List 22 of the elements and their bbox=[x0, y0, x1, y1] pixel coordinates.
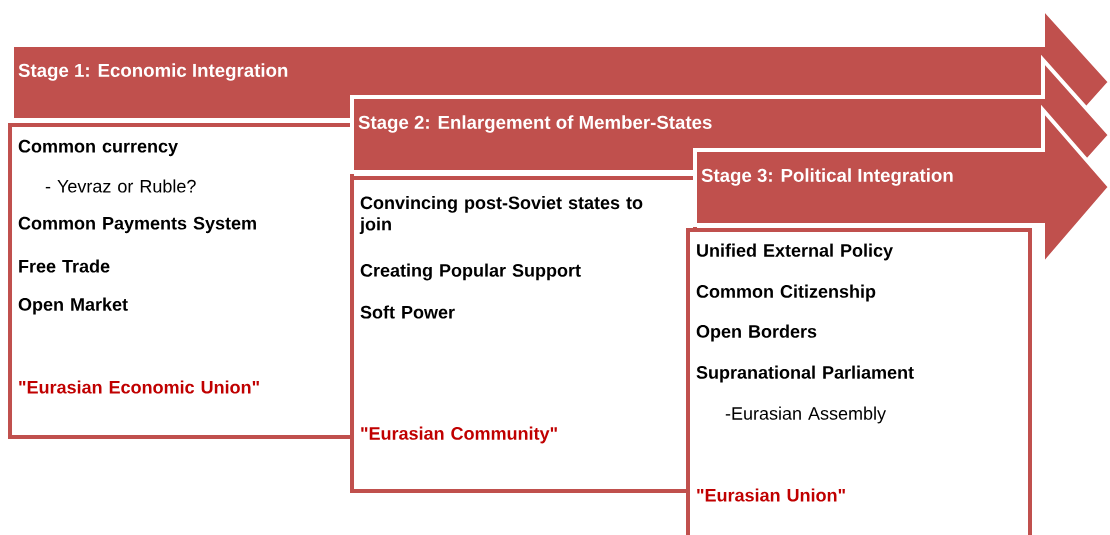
node-label: Stage 1: Economic Integration bbox=[18, 63, 288, 81]
item-text: "Eurasian Economic Union" bbox=[19, 380, 259, 394]
item-text: "Eurasian Union" bbox=[697, 488, 845, 502]
item-text: Free Trade bbox=[19, 259, 110, 273]
item-text: Common Payments System bbox=[18, 216, 256, 234]
item-text: - Yevraz or Ruble? bbox=[45, 179, 196, 193]
item-text: Convincing post-Soviet states to join bbox=[359, 195, 643, 235]
item-text: Common currency bbox=[18, 139, 178, 157]
item-text: Open Market bbox=[18, 297, 128, 315]
node-label: Stage 2: Enlargement of Member-States bbox=[358, 115, 712, 133]
item-text: -Eurasian Assembly bbox=[725, 406, 886, 424]
item-text: Open Borders bbox=[696, 324, 817, 342]
item-text: Creating Popular Support bbox=[360, 263, 581, 281]
item-text: "Eurasian Community" bbox=[361, 426, 557, 444]
content-box bbox=[350, 176, 697, 493]
item-text: Supranational Parliament bbox=[696, 365, 914, 383]
content-box bbox=[8, 123, 354, 439]
item-text: Common Citizenship bbox=[696, 284, 876, 302]
item-text: Unified External Policy bbox=[697, 243, 893, 261]
item-text: Soft Power bbox=[360, 305, 455, 319]
content-box bbox=[686, 228, 1032, 535]
node-label: Stage 3: Political Integration bbox=[701, 168, 953, 186]
